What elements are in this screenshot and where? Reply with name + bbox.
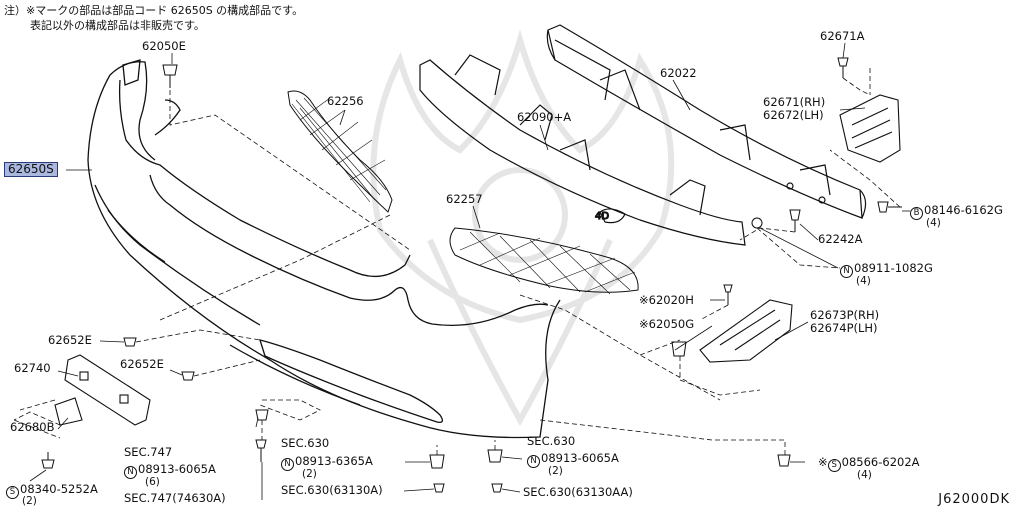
part-label-62671a[interactable]: 62671A [820, 29, 865, 43]
section-ref-sec630-63130a[interactable]: SEC.630(63130A) [281, 483, 383, 497]
part-label-62650s-highlighted[interactable]: 62650S [4, 162, 58, 177]
qty-08913-6065a-left: (6) [145, 476, 160, 488]
guide-lines [13, 68, 901, 455]
leader-lines [29, 42, 910, 500]
part-number-08146-6162g: 08146-6162G [924, 203, 1003, 217]
diagram-reference-code: J62000DK [938, 492, 1010, 507]
section-ref-sec630-b[interactable]: SEC.630 [527, 434, 576, 448]
qty-08913-6365a: (2) [302, 468, 317, 480]
section-ref-sec747[interactable]: SEC.747 [124, 445, 173, 459]
lower-grille-62257 [449, 227, 639, 295]
bracket-62671-62672 [839, 94, 901, 163]
parts-note-line1: 注）※マークの部品は部品コード 62650S の構成部品です。 [4, 4, 304, 17]
qty-08146: (4) [926, 217, 941, 229]
upper-grille-62256 [287, 90, 393, 213]
nut-n-icon: N [124, 466, 137, 479]
nut-n-icon: N [840, 265, 853, 278]
screw-s-icon: S [827, 459, 841, 472]
part-label-62090a[interactable]: 62090+A [517, 110, 572, 124]
nut-n-icon: N [527, 455, 540, 468]
asterisk-mark: ※ [818, 455, 828, 469]
part-number-08566-6202a: 08566-6202A [841, 455, 920, 469]
part-label-62050e[interactable]: 62050E [142, 39, 186, 53]
part-number-62050g: 62050G [648, 317, 695, 331]
parts-note-line2: 表記以外の構成部品は非販売です。 [30, 19, 205, 32]
qty-08340: (2) [22, 495, 37, 507]
part-label-62050g[interactable]: ※62050G [639, 318, 694, 331]
part-label-62256[interactable]: 62256 [327, 94, 364, 108]
license-bracket-62740 [54, 354, 151, 426]
part-label-62257[interactable]: 62257 [446, 192, 483, 206]
fasteners [41, 57, 902, 493]
part-label-62673p-rh[interactable]: 62673P(RH) [810, 308, 880, 322]
part-number-08913-6065a-left: 08913-6065A [138, 462, 216, 476]
part-number-08340-5252a: 08340-5252A [20, 482, 98, 496]
part-number-08913-6365a: 08913-6365A [295, 454, 373, 468]
part-label-62652e-upper[interactable]: 62652E [48, 333, 92, 347]
part-number-62020h: 62020H [648, 293, 694, 307]
bumper-fascia [87, 59, 561, 439]
svg-text:4D: 4D [595, 211, 609, 222]
part-label-62022[interactable]: 62022 [660, 66, 697, 80]
bumper-reinforcement-62022 [546, 24, 867, 219]
part-label-62672-lh[interactable]: 62672(LH) [763, 108, 824, 122]
part-label-62680b[interactable]: 62680B [10, 420, 55, 434]
part-number-08911-1082g: 08911-1082G [854, 261, 933, 275]
part-label-62674p-lh[interactable]: 62674P(LH) [810, 321, 878, 335]
asterisk-mark: ※ [639, 293, 649, 307]
section-ref-sec747-74630a[interactable]: SEC.747(74630A) [124, 491, 226, 505]
qty-08566: (4) [857, 469, 872, 481]
bolt-b-icon: B [910, 207, 923, 220]
part-label-62020h[interactable]: ※62020H [639, 294, 694, 307]
qty-08911: (4) [856, 275, 871, 287]
screw-s-icon: S [6, 486, 19, 499]
nut-n-icon: N [281, 458, 294, 471]
part-label-62671-rh[interactable]: 62671(RH) [763, 95, 826, 109]
section-ref-sec630-a[interactable]: SEC.630 [281, 436, 330, 450]
part-number-08913-6065a-right: 08913-6065A [541, 451, 619, 465]
watermark-crest [370, 29, 675, 427]
section-ref-sec630-63130aa[interactable]: SEC.630(63130AA) [523, 485, 633, 499]
side-bracket-62673P [699, 299, 793, 363]
energy-absorber-62090A: 4D [419, 54, 746, 246]
part-label-62242a[interactable]: 62242A [818, 232, 863, 246]
qty-08913-6065a-right: (2) [548, 465, 563, 477]
part-label-62740[interactable]: 62740 [14, 361, 51, 375]
part-label-62652e-lower[interactable]: 62652E [120, 357, 164, 371]
asterisk-mark: ※ [639, 317, 649, 331]
